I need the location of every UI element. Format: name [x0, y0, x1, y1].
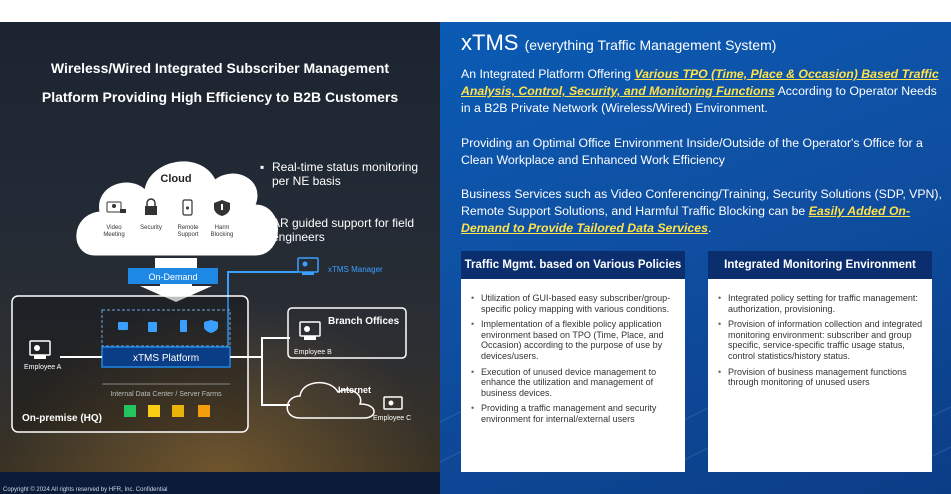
xtms-platform-label: xTMS Platform: [133, 353, 199, 364]
list-item: Implementation of a flexible policy appl…: [471, 319, 677, 361]
employee-a-icon: [29, 340, 51, 359]
architecture-diagram: Cloud Video Meeting Security Remote Supp…: [11, 161, 411, 433]
branch-offices-box: [287, 307, 407, 359]
employee-c-icon: [383, 396, 403, 410]
left-title-line2: Platform Providing High Efficiency to B2…: [41, 89, 399, 105]
top-strip: [0, 0, 951, 22]
bullet-item: ▪AR guided support for field engineers: [260, 216, 422, 244]
service-label: Support: [177, 232, 198, 238]
on-demand-label: On-Demand: [148, 272, 197, 282]
on-premise-label: On-premise (HQ): [22, 413, 102, 424]
shield-icon: [214, 200, 230, 216]
employee-c-label: Employee C: [373, 415, 411, 422]
list-item: Utilization of GUI-based easy subscriber…: [471, 293, 677, 314]
bullet-item: ▪Real-time status monitoring per NE basi…: [260, 160, 419, 188]
xtms-manager-label: xTMS Manager: [328, 265, 383, 274]
cloud-shape: [76, 161, 278, 256]
paragraph-1: An Integrated Platform Offering Various …: [461, 66, 943, 117]
service-label: Meeting: [103, 232, 124, 238]
para1-text: An Integrated Platform Offering: [461, 67, 635, 81]
bullet-text: Real-time status monitoring per NE basis: [272, 160, 419, 188]
para1-text-end: According to Operator Needs in a B2B Pri…: [461, 84, 937, 115]
list-item: Provision of information collection and …: [718, 319, 924, 361]
platform-service-icons: [118, 320, 218, 333]
service-label: Security: [140, 225, 162, 231]
service-label: Remote: [177, 225, 199, 231]
list-item: Provision of business management functio…: [718, 367, 924, 388]
xtms-title-sub: (everything Traffic Management System): [524, 37, 777, 53]
para3-text: Business Services such as Video Conferen…: [461, 187, 942, 218]
paragraph-3: Business Services such as Video Conferen…: [461, 186, 943, 237]
para1-emphasis: Various TPO (Time, Place & Occasion) Bas…: [461, 67, 939, 98]
data-center-label: Internal Data Center / Server Farms: [110, 391, 222, 398]
list-item: Execution of unused device management to…: [471, 367, 677, 399]
list-item: Providing a traffic management and secur…: [471, 403, 677, 424]
internet-link: [261, 357, 290, 406]
internet-cloud: [286, 382, 375, 419]
xtms-title-main: xTMS: [461, 30, 519, 55]
service-label: Harm: [215, 225, 230, 231]
card-list: Integrated policy setting for traffic ma…: [708, 279, 932, 388]
branch-offices-label: Branch Offices: [328, 316, 400, 327]
bullet-text: AR guided support for field engineers: [272, 216, 415, 244]
left-title-line1: Wireless/Wired Integrated Subscriber Man…: [50, 60, 390, 76]
para3-text-end: .: [707, 221, 712, 235]
service-label: Video: [106, 225, 122, 231]
para3-emphasis: Easily Added On-Demand to Provide Tailor…: [461, 204, 911, 235]
monitoring-card: Integrated Monitoring Environment Integr…: [708, 251, 932, 472]
xtms-title: xTMS (everything Traffic Management Syst…: [461, 30, 776, 56]
lock-icon: [145, 198, 157, 215]
paragraph-2: Providing an Optimal Office Environment …: [461, 136, 923, 167]
server-farm-icons: [124, 405, 210, 417]
list-item: Integrated policy setting for traffic ma…: [718, 293, 924, 314]
card-title: Integrated Monitoring Environment: [708, 251, 932, 279]
platform-services-box: [101, 309, 231, 347]
internet-label: Internet: [338, 385, 371, 395]
manager-link: [227, 271, 298, 345]
cloud-label: Cloud: [160, 173, 191, 185]
footer-bar: [0, 472, 440, 494]
card-title: Traffic Mgmt. based on Various Policies: [461, 251, 685, 279]
employee-a-label: Employee A: [24, 364, 62, 371]
on-demand-badge: [128, 268, 218, 284]
service-label: Blocking: [211, 232, 234, 238]
employee-b-icon: [299, 321, 321, 340]
employee-b-label: Employee B: [294, 349, 332, 356]
xtms-manager-icon: [297, 257, 319, 275]
branch-link: [230, 337, 290, 358]
card-list: Utilization of GUI-based easy subscriber…: [461, 279, 685, 425]
video-meeting-icon: [106, 201, 126, 213]
mobile-icon: [182, 199, 193, 216]
copyright-text: Copyright © 2024 All rights reserved by …: [3, 487, 168, 493]
traffic-mgmt-card: Traffic Mgmt. based on Various Policies …: [461, 251, 685, 472]
